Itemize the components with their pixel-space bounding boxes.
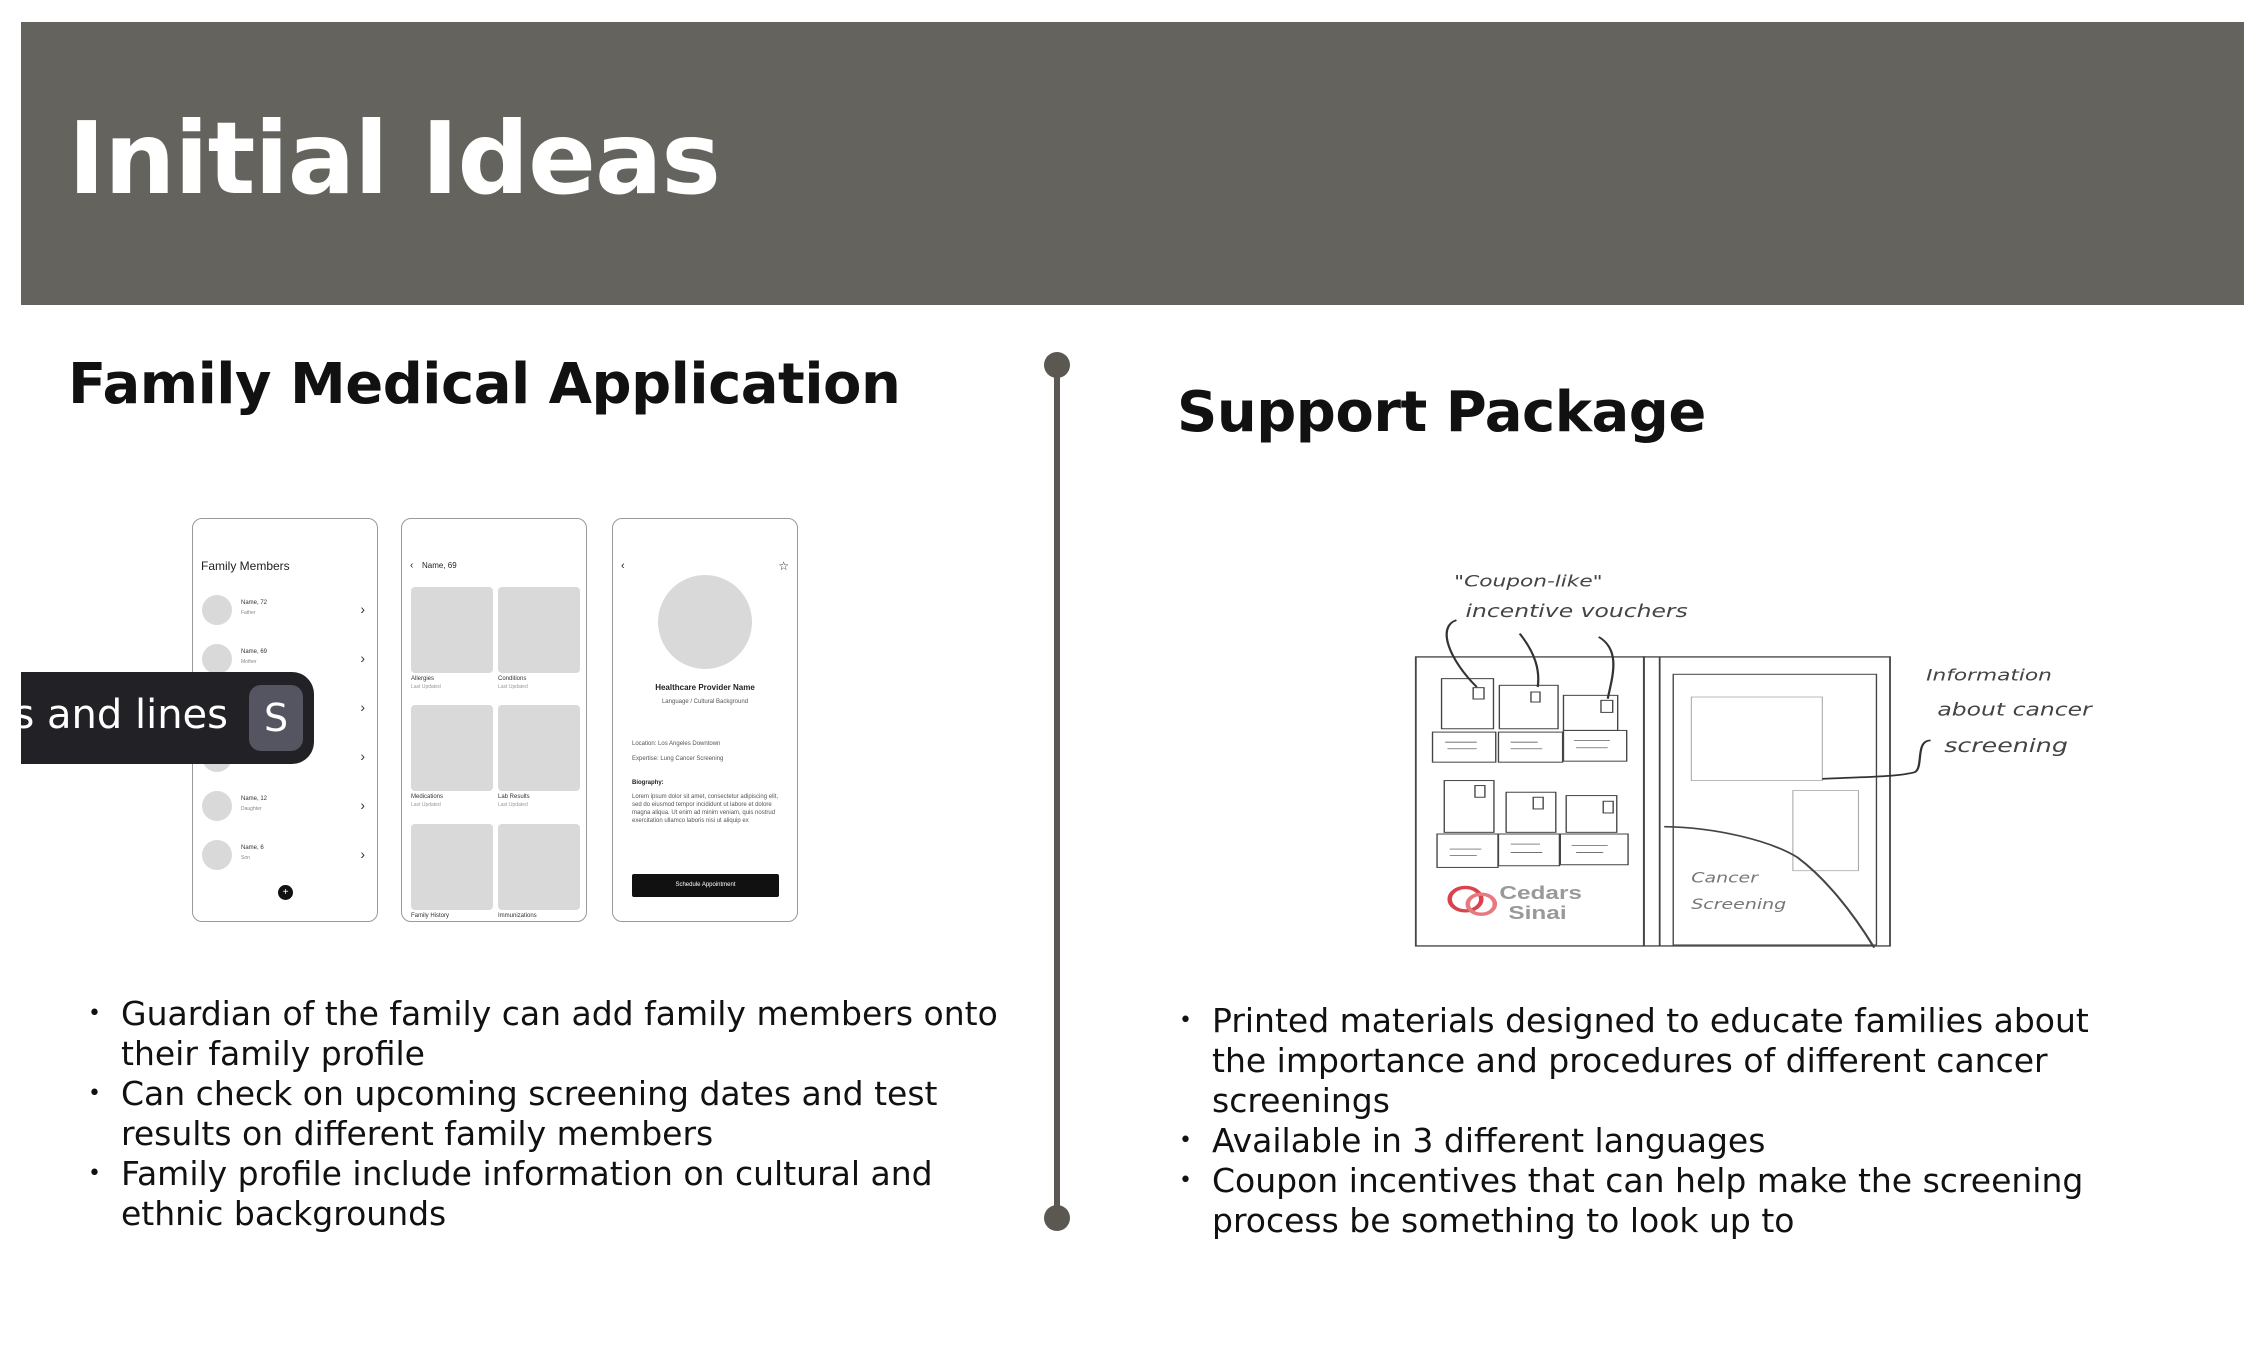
support-package-heading: Support Package: [1177, 380, 1706, 445]
record-tile[interactable]: [411, 587, 493, 673]
bio-label: Biography:: [632, 780, 664, 786]
provider-name: Healthcare Provider Name: [655, 683, 755, 692]
bullet-item: Can check on upcoming screening dates an…: [88, 1074, 1041, 1154]
divider-bottom-dot: [1044, 1205, 1070, 1231]
chevron-right-icon: ›: [360, 797, 365, 813]
provider-screen: ‹ ☆ Healthcare Provider Name Language / …: [612, 518, 798, 922]
chevron-right-icon: ›: [360, 748, 365, 764]
tile-label: Immunizations: [498, 913, 537, 919]
back-icon[interactable]: ‹: [621, 560, 625, 572]
tile-label: Family History: [411, 913, 450, 919]
bullet-item: Printed materials designed to educate fa…: [1179, 1001, 2132, 1121]
member-name: Name, 69: [241, 649, 268, 655]
member-role: Mother: [241, 659, 257, 665]
family-medical-heading: Family Medical Application: [68, 352, 901, 417]
member-role: Son: [241, 855, 250, 861]
support-package-sketch: "Coupon-like" incentive vouchers Informa…: [1414, 572, 2093, 948]
voucher-note-2: incentive vouchers: [1465, 601, 1688, 621]
tooltip-text: es and lines: [21, 692, 228, 738]
slide-title: Initial Ideas: [68, 100, 721, 217]
chevron-right-icon: ›: [360, 846, 365, 862]
tile-label: Lab Results: [498, 794, 530, 800]
bullet-item: Family profile include information on cu…: [88, 1154, 1041, 1234]
bullet-item: Guardian of the family can add family me…: [88, 994, 1041, 1074]
slide-header: [21, 22, 2244, 305]
member-name: Name, 6: [241, 845, 264, 851]
member-name: Name, 12: [241, 796, 268, 802]
cedars-sinai-logo: Cedars Sinai: [1447, 883, 1582, 923]
info-note-3: screening: [1944, 735, 2068, 757]
right-bullet-list: Printed materials designed to educate fa…: [1179, 1001, 2132, 1241]
member-avatar: [202, 644, 232, 674]
shortcut-key-badge: S: [249, 685, 303, 751]
chevron-right-icon: ›: [360, 601, 365, 617]
info-note-1: Information: [1926, 666, 2052, 685]
schedule-appointment-button[interactable]: Schedule Appointment: [632, 874, 779, 897]
tile-sub: Last Updated: [498, 684, 528, 690]
tile-label: Medications: [411, 794, 444, 800]
member-profile-screen: ‹ Name, 69 Allergies Last Updated Condit…: [401, 518, 587, 922]
screen-title: Family Members: [201, 559, 290, 573]
logo-text-1: Cedars: [1499, 883, 1582, 903]
record-tile[interactable]: [498, 587, 580, 673]
member-name: Name, 72: [241, 600, 268, 606]
arrows: [1445, 619, 1931, 780]
shortcut-tooltip: es and lines S: [21, 672, 314, 764]
back-icon[interactable]: ‹: [410, 560, 414, 571]
member-row[interactable]: Name, 12 Daughter ›: [193, 790, 377, 822]
bullet-item: Available in 3 different languages: [1179, 1121, 2132, 1161]
voucher-grid: [1431, 678, 1629, 868]
member-avatar: [202, 840, 232, 870]
add-member-button[interactable]: +: [278, 885, 293, 900]
provider-language: Language / Cultural Background: [661, 699, 749, 705]
info-note-2: about cancer: [1937, 699, 2093, 719]
chevron-right-icon: ›: [360, 650, 365, 666]
provider-location: Location: Los Angeles Downtown: [632, 741, 721, 747]
divider-top-dot: [1044, 352, 1070, 378]
member-role: Father: [241, 610, 256, 616]
member-row[interactable]: Name, 6 Son ›: [193, 839, 377, 871]
member-avatar: [202, 595, 232, 625]
pocket-label-1: Cancer: [1691, 870, 1759, 886]
profile-name: Name, 69: [422, 561, 457, 570]
voucher-note-1: "Coupon-like": [1454, 572, 1602, 591]
member-row[interactable]: Name, 69 Mother ›: [193, 643, 377, 675]
pocket-label-2: Screening: [1691, 897, 1786, 913]
record-tile[interactable]: [411, 824, 493, 910]
star-icon[interactable]: ☆: [778, 559, 789, 573]
tile-sub: Last Updated: [498, 802, 528, 808]
logo-text-2: Sinai: [1508, 903, 1566, 923]
divider-line: [1054, 364, 1060, 1218]
bio-text: Lorem ipsum dolor sit amet, consectetur …: [632, 794, 779, 824]
provider-avatar: [658, 575, 752, 669]
bullet-item: Coupon incentives that can help make the…: [1179, 1161, 2132, 1241]
provider-expertise: Expertise: Lung Cancer Screening: [632, 756, 724, 762]
record-tile[interactable]: [498, 705, 580, 791]
sketch-right-panel: [1642, 656, 1891, 947]
tile-label: Conditions: [498, 676, 527, 682]
member-avatar: [202, 791, 232, 821]
tile-sub: Last Updated: [411, 802, 441, 808]
left-bullet-list: Guardian of the family can add family me…: [88, 994, 1041, 1234]
chevron-right-icon: ›: [360, 699, 365, 715]
tile-label: Allergies: [411, 676, 435, 682]
record-tile[interactable]: [498, 824, 580, 910]
tile-sub: Last Updated: [411, 684, 441, 690]
record-tile[interactable]: [411, 705, 493, 791]
member-role: Daughter: [241, 806, 262, 812]
member-row[interactable]: Name, 72 Father ›: [193, 594, 377, 626]
